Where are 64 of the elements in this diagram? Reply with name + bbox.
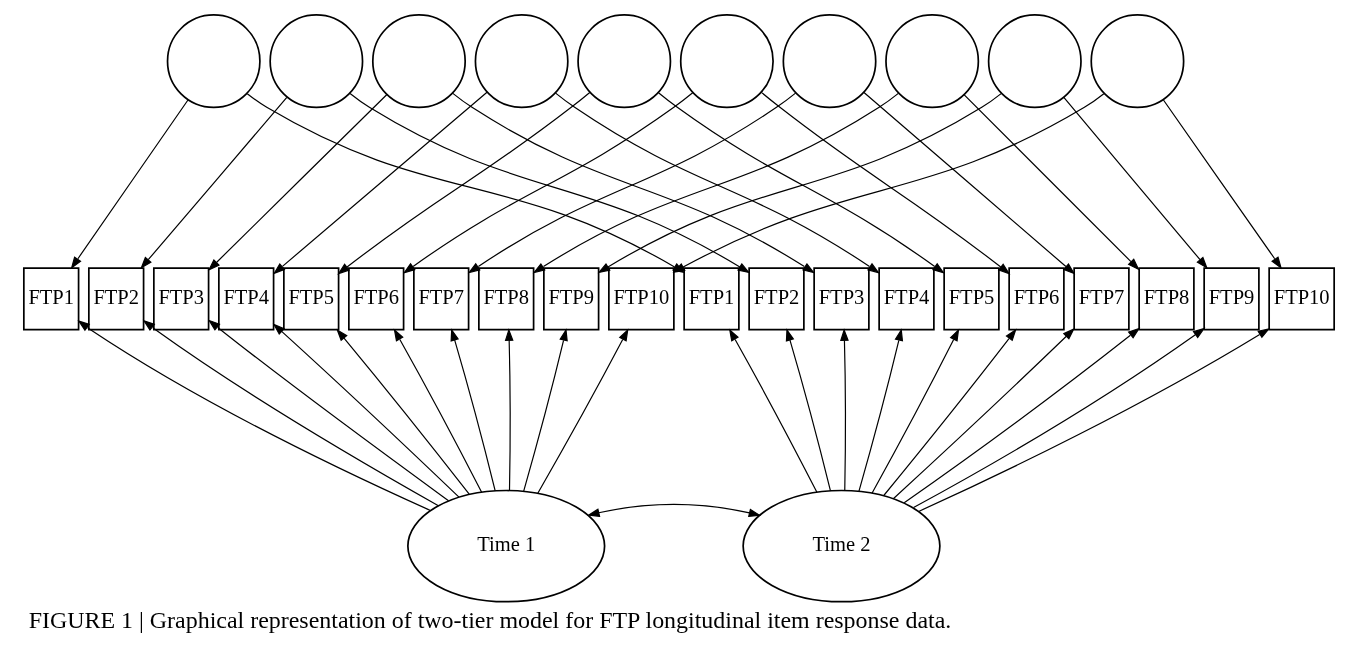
node-box: FTP1 [22,267,79,331]
node-box: FTP3 [812,267,870,331]
arrow [785,328,831,492]
arrow [963,94,1140,271]
node-circle [474,14,569,109]
node-box: FTP8 [477,267,534,331]
node-circle [782,14,877,109]
node-circle [166,14,261,109]
node-circle [576,14,671,109]
arrow [760,91,1010,275]
arrow [586,503,761,518]
arrow [272,91,488,275]
node-box: FTP7 [1072,267,1130,331]
arrow [139,96,287,270]
node-circle [987,14,1082,109]
node-box: FTP8 [1137,267,1195,331]
arrow [917,327,1270,513]
arrow [522,328,568,492]
arrow [70,99,189,270]
arrow [336,91,590,275]
node-box: FTP4 [877,267,935,331]
arrow [207,93,388,271]
node-box: FTP10 [1267,267,1335,331]
arrow [76,320,431,511]
arrow [450,328,496,492]
arrow [393,328,482,493]
arrow [1162,99,1282,270]
node-circle [679,14,774,109]
arrow [892,327,1075,500]
arrow [862,91,1075,275]
arrow [536,328,629,494]
node-box: FTP1 [682,267,740,331]
caption: FIGURE 1 | Graphical representation of two-tier model for FTP longitudinal item response data. [28,606,951,633]
node-circle [268,14,363,109]
arrow [882,328,1017,497]
node-box: FTP7 [412,267,469,331]
arrow [728,328,818,493]
arrow [870,328,959,494]
arrow [142,319,439,507]
arrow [504,328,514,491]
node-box: FTP9 [1202,267,1260,331]
node-box: FTP4 [217,267,274,331]
node-box: FTP6 [1007,267,1065,331]
arrow [857,328,903,492]
node-box: FTP2 [87,267,144,331]
arrow [335,328,470,495]
node-box: FTP6 [347,267,404,331]
node-box: FTP5 [942,267,1000,331]
node-box: FTP9 [542,267,599,331]
node-circle [371,14,466,109]
node-box: FTP3 [152,267,209,331]
arrow [839,328,849,491]
arrow [903,327,1140,504]
node-circle [1089,14,1184,109]
arrow [912,327,1205,509]
arrow [207,319,449,502]
node-ellipse: Time 1 [406,489,605,603]
node-circle [884,14,979,109]
arrow [272,323,460,498]
node-ellipse: Time 2 [741,489,941,603]
node-box: FTP2 [747,267,805,331]
arrow [1062,96,1208,270]
node-box: FTP10 [607,267,675,331]
node-box: FTP5 [282,267,339,331]
